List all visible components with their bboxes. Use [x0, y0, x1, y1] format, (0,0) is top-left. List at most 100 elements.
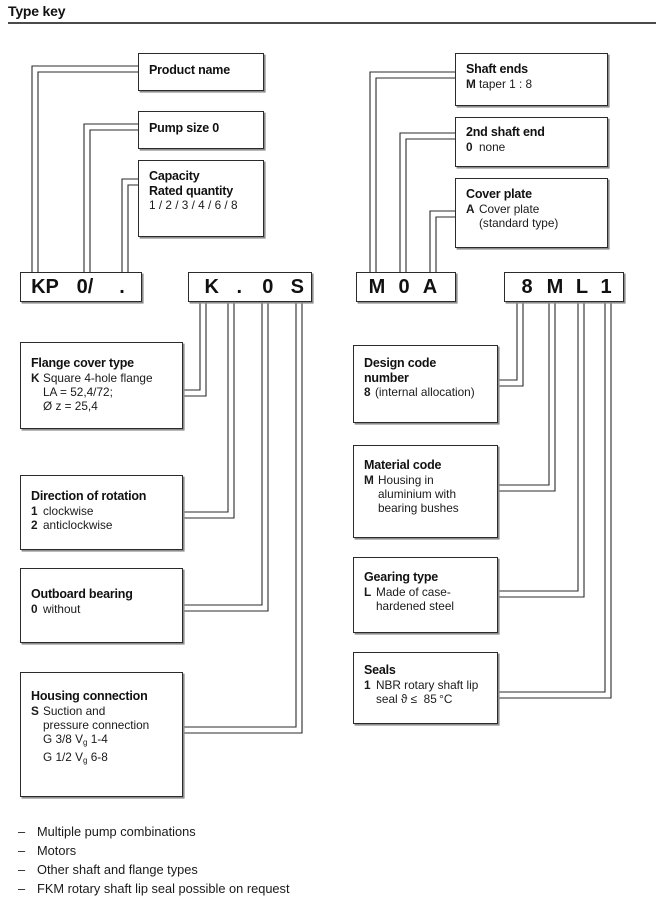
row-text: anticlockwise [43, 517, 113, 532]
row-key: 1 [31, 503, 38, 518]
footnote-dash: – [18, 843, 26, 858]
label-box-title-line2: number [364, 370, 409, 385]
row-text: none [479, 139, 506, 154]
footnote-dash: – [18, 824, 26, 839]
code-box-kp: KP 0/ . [20, 272, 142, 302]
label-box-title: Design code [364, 356, 437, 370]
code-char: L [575, 276, 589, 298]
label-box-row: pressure connection [31, 718, 182, 732]
footnote-item: – Multiple pump combinations [18, 823, 438, 841]
label-box-row: 0 without [31, 602, 182, 616]
row-key: A [466, 201, 475, 216]
label-box-row: M Housing in [364, 473, 497, 487]
footnote-text: Multiple pump combinations [37, 824, 196, 839]
label-box-housing-connection: Housing connection S Suction and pressure… [20, 672, 183, 797]
row-key: K [31, 370, 40, 385]
label-box-title: Gearing type [364, 570, 439, 584]
label-box-row: bearing bushes [364, 501, 497, 515]
label-box-title: Cover plate [466, 187, 532, 201]
code-char: 1 [600, 276, 612, 298]
row-text: Ø z = 25,4 [43, 399, 98, 414]
code-char: . [236, 276, 243, 298]
label-box-row: LA = 52,4/72; [31, 385, 182, 399]
label-box-row: hardened steel [364, 599, 497, 613]
label-box-title: 2nd shaft end [466, 125, 545, 139]
label-box-row: 1 clockwise [31, 504, 182, 518]
row-text: hardened steel [376, 598, 455, 613]
code-box-8ml1: 8 M L 1 [504, 272, 624, 302]
label-box-title: Flange cover type [31, 356, 134, 370]
row-text: Made of case- [376, 584, 451, 599]
row-key: M [466, 76, 476, 91]
label-box-title-line2: Rated quantity [149, 183, 234, 198]
footnote-dash: – [18, 862, 26, 877]
code-char: M [546, 276, 564, 298]
row-text: seal ϑ ≤ 85 °C [376, 691, 453, 706]
footnote-item: – FKM rotary shaft lip seal possible on … [18, 880, 438, 898]
label-box-title: Pump size 0 [149, 121, 220, 135]
label-box-design-code-number: Design code number 8 (internal allocation… [353, 345, 498, 423]
label-box-title: Shaft ends [466, 62, 528, 76]
row-text: LA = 52,4/72; [43, 384, 113, 399]
label-box-row: aluminium with [364, 487, 497, 501]
label-box-row: G 3/8 Vg 1-4 [31, 732, 182, 750]
row-text: (internal allocation) [375, 385, 475, 399]
label-box-material-code: Material code M Housing in aluminium with… [353, 445, 498, 538]
row-text: Cover plate [479, 201, 540, 216]
footnote-text: FKM rotary shaft lip seal possible on re… [37, 881, 290, 896]
row-key: L [364, 584, 372, 599]
code-box-moa: M 0 A [356, 272, 456, 302]
row-text: without [43, 601, 81, 616]
label-box-row: L Made of case- [364, 585, 497, 599]
code-char: K [204, 276, 219, 298]
row-key: M [364, 472, 374, 487]
row-text: Suction and [43, 703, 106, 718]
label-box-title: Seals [364, 663, 396, 677]
code-char: 0 [262, 276, 274, 298]
label-box-row: seal ϑ ≤ 85 °C [364, 692, 497, 706]
label-box-row: (standard type) [466, 216, 607, 230]
footnote-dash: – [18, 881, 26, 896]
row-text: clockwise [43, 503, 94, 518]
code-char: M [368, 276, 386, 298]
label-box-outboard-bearing: Outboard bearing 0 without [20, 568, 183, 643]
label-box-2nd-shaft-end: 2nd shaft end 0 none [455, 117, 608, 167]
label-box-row: 8 (internal allocation) [364, 385, 497, 399]
code-char: 8 [521, 276, 533, 298]
code-char: S [290, 276, 304, 298]
row-key: 0 [466, 139, 473, 154]
footnote-item: – Motors [18, 842, 438, 860]
row-key: S [31, 703, 39, 718]
label-box-row: S Suction and [31, 704, 182, 718]
label-box-row: Ø z = 25,4 [31, 399, 182, 413]
label-box-product-name: Product name [138, 53, 264, 91]
code-char: 0 [398, 276, 410, 298]
footnote-text: Motors [37, 843, 77, 858]
header-divider [8, 22, 656, 24]
label-box-title: Material code [364, 458, 442, 472]
footnote-item: – Other shaft and flange types [18, 861, 438, 879]
label-box-title: Housing connection [31, 689, 148, 703]
row-key: 0 [31, 601, 38, 616]
code-box-kos: K . 0 S [188, 272, 312, 302]
code-char: . [119, 276, 125, 298]
row-text: taper 1 : 8 [479, 76, 533, 91]
label-box-row: 1 / 2 / 3 / 4 / 6 / 8 [149, 198, 238, 212]
row-text: (standard type) [479, 215, 559, 230]
row-text: G 1/2 Vg 6-8 [43, 750, 108, 766]
label-box-title: Product name [149, 63, 230, 77]
code-char: KP [31, 276, 59, 298]
label-box-title: Outboard bearing [31, 587, 133, 601]
label-box-title: Capacity [149, 169, 200, 183]
row-text: Housing in [378, 472, 434, 487]
row-key: 8 [364, 385, 371, 399]
